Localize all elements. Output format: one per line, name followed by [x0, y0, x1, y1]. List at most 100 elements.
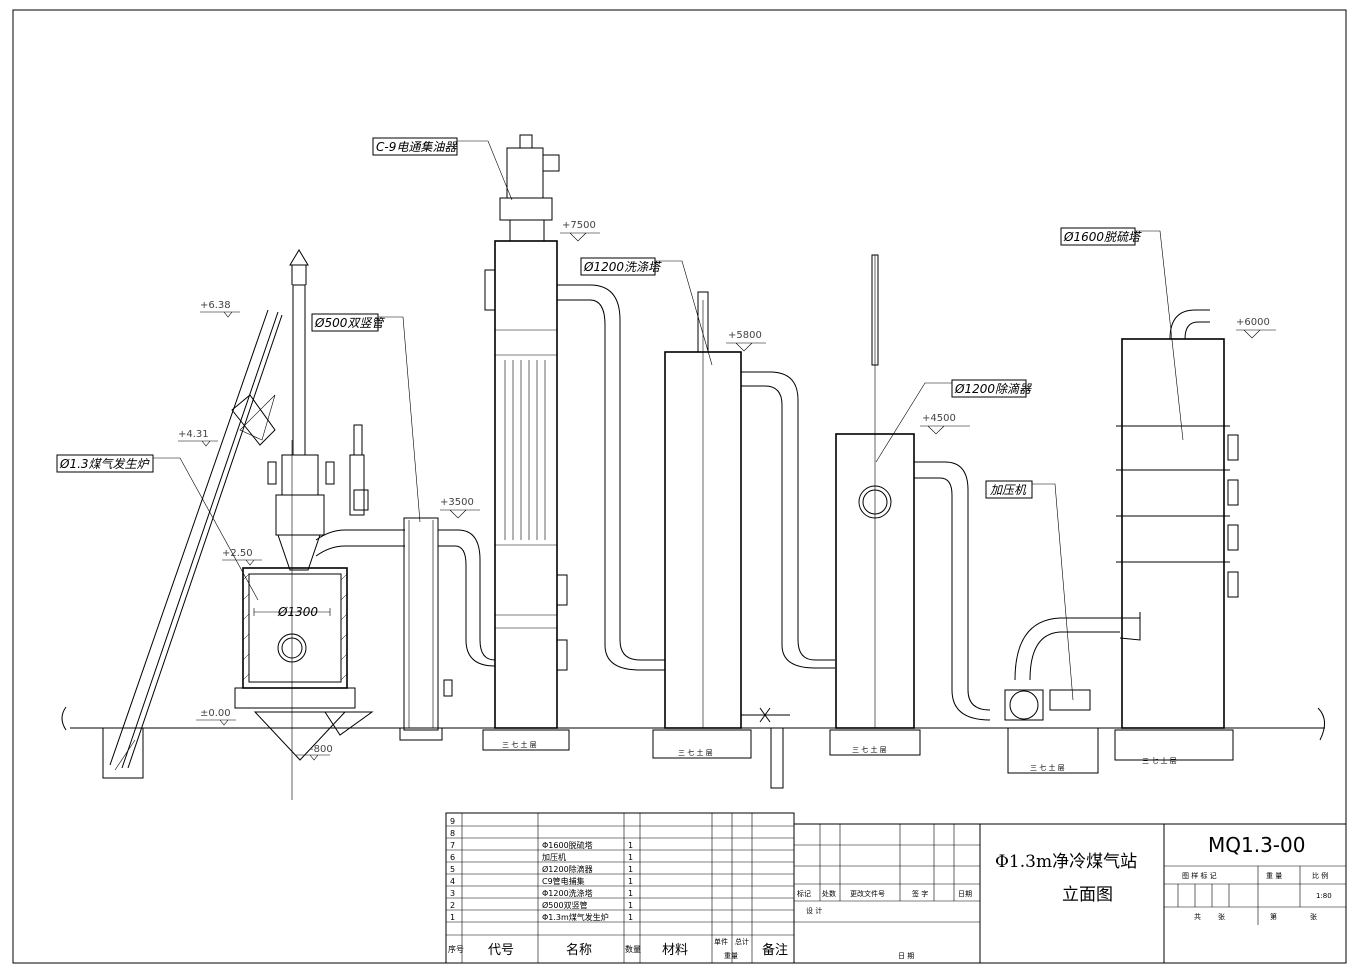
svg-text:3: 3 — [450, 889, 455, 898]
svg-text:三 七 土 层: 三 七 土 层 — [1142, 756, 1177, 765]
svg-text:设 计: 设 计 — [806, 906, 822, 915]
svg-text:6: 6 — [450, 853, 455, 862]
svg-text:Ø1200除滴器: Ø1200除滴器 — [954, 382, 1032, 396]
svg-text:代号: 代号 — [488, 943, 514, 958]
foundation-labels: 三 七 土 层 三 七 土 层 三 七 土 层 三 七 土 层 三 七 土 层 — [502, 740, 1177, 772]
svg-text:Ø500双竖管: Ø500双竖管 — [314, 316, 385, 330]
svg-text:第: 第 — [1270, 912, 1277, 921]
elev-neg-800: -800 — [296, 744, 333, 761]
svg-text:5: 5 — [450, 865, 455, 874]
desulfurizer-tower — [1114, 309, 1239, 761]
title-block: Φ1.3m净冷煤气站 立面图 MQ1.3-00 图 样 标 记 重 量 比 例 … — [979, 823, 1347, 964]
svg-text:张: 张 — [1218, 912, 1225, 921]
vessel-middle — [652, 291, 835, 789]
drawing-scale: 1:80 — [1316, 892, 1332, 900]
svg-text:+4500: +4500 — [922, 413, 956, 424]
svg-text:三 七 土 层: 三 七 土 层 — [852, 745, 887, 754]
svg-text:1: 1 — [628, 913, 633, 922]
svg-text:日期: 日期 — [958, 890, 972, 898]
callouts: C-9电通集油器 Ø1200洗涤塔 Ø500双竖管 Ø1.3煤气发生炉 Ø120… — [56, 137, 1184, 701]
svg-text:1: 1 — [628, 841, 633, 850]
svg-text:Φ1600脱硫塔: Φ1600脱硫塔 — [542, 840, 593, 850]
svg-text:标记: 标记 — [797, 889, 811, 898]
callout-booster: 加压机 — [985, 480, 1074, 701]
drawing-frame — [12, 9, 1347, 964]
svg-text:单件: 单件 — [714, 937, 728, 946]
svg-text:名称: 名称 — [566, 942, 592, 958]
callout-desulfurizer: Ø1600脱硫塔 — [1060, 227, 1184, 441]
scrubber-tower — [482, 134, 665, 751]
svg-text:加压机: 加压机 — [542, 852, 566, 862]
ground-line — [61, 706, 1325, 741]
svg-text:更改文件号: 更改文件号 — [850, 889, 885, 898]
svg-text:1: 1 — [628, 901, 633, 910]
svg-text:-800: -800 — [310, 744, 333, 755]
double-riser — [399, 517, 496, 741]
elev-7500: +7500 — [560, 220, 600, 242]
svg-text:+4.31: +4.31 — [178, 429, 209, 440]
svg-text:Φ1200洗涤塔: Φ1200洗涤塔 — [542, 888, 593, 898]
callout-demister: Ø1200除滴器 — [875, 379, 1032, 463]
svg-text:7: 7 — [450, 841, 455, 850]
svg-text:Ø1.3煤气发生炉: Ø1.3煤气发生炉 — [59, 457, 151, 471]
svg-text:1: 1 — [628, 865, 633, 874]
svg-text:8: 8 — [450, 829, 455, 838]
svg-text:比 例: 比 例 — [1312, 871, 1328, 880]
gasifier — [102, 249, 405, 800]
svg-text:Ø1200除滴器: Ø1200除滴器 — [542, 864, 593, 874]
svg-text:9: 9 — [450, 817, 455, 826]
svg-text:重 量: 重 量 — [1266, 872, 1282, 880]
svg-text:三 七 土 层: 三 七 土 层 — [678, 748, 713, 757]
svg-text:+2.50: +2.50 — [222, 548, 253, 559]
svg-text:Ø1600脱硫塔: Ø1600脱硫塔 — [1063, 230, 1142, 244]
revision-block: 标记 处数 更改文件号 签 字 日期 设 计 日 期 — [793, 823, 981, 964]
svg-text:三 七 土 层: 三 七 土 层 — [502, 740, 537, 749]
callout-double-riser: Ø500双竖管 — [311, 313, 421, 523]
booster-fan — [1004, 612, 1141, 774]
svg-text:日 期: 日 期 — [898, 952, 914, 960]
svg-text:+6.38: +6.38 — [200, 300, 231, 311]
svg-text:数量: 数量 — [625, 944, 641, 954]
svg-text:C-9电通集油器: C-9电通集油器 — [376, 140, 457, 154]
svg-text:重量: 重量 — [724, 952, 738, 960]
svg-text:材料: 材料 — [662, 943, 688, 958]
elev-2-50: +2.50 — [222, 548, 262, 566]
svg-text:共: 共 — [1194, 912, 1201, 921]
elev-6-38: +6.38 — [200, 300, 240, 318]
svg-text:总计: 总计 — [735, 937, 749, 946]
svg-text:+7500: +7500 — [562, 220, 596, 231]
svg-text:备注: 备注 — [762, 942, 788, 958]
callout-scrubber: Ø1200洗涤塔 — [580, 257, 713, 366]
svg-text:图 样 标 记: 图 样 标 记 — [1182, 871, 1217, 880]
svg-text:1: 1 — [628, 889, 633, 898]
svg-text:Ø1200洗涤塔: Ø1200洗涤塔 — [583, 260, 662, 274]
svg-text:处数: 处数 — [822, 889, 836, 898]
drawing-title: Φ1.3m净冷煤气站 — [995, 852, 1137, 872]
svg-text:Ø500双竖管: Ø500双竖管 — [542, 900, 588, 910]
elev-4500: +4500 — [920, 413, 970, 435]
svg-text:签 字: 签 字 — [912, 889, 928, 898]
parts-header: 序号 代号 名称 数量 材料 单件 总计 重量 备注 — [448, 937, 788, 960]
svg-text:1: 1 — [628, 853, 633, 862]
parts-rows: 9 8 7 Φ1600脱硫塔 1 6 加压机 1 5 Ø1200除滴器 1 4 … — [450, 817, 633, 922]
svg-text:4: 4 — [450, 877, 455, 886]
elev-3500: +3500 — [440, 497, 480, 519]
parts-list: 9 8 7 Φ1600脱硫塔 1 6 加压机 1 5 Ø1200除滴器 1 4 … — [445, 812, 795, 964]
svg-text:2: 2 — [450, 901, 455, 910]
svg-text:C9管电捕集: C9管电捕集 — [542, 876, 585, 886]
elev-6000: +6000 — [1236, 317, 1276, 339]
callout-oil-collector: C-9电通集油器 — [372, 137, 513, 201]
gasifier-diameter: Ø1300 — [277, 605, 318, 619]
drawing-subtitle: 立面图 — [1062, 885, 1113, 905]
svg-text:三 七 土 层: 三 七 土 层 — [1030, 763, 1065, 772]
svg-text:±0.00: ±0.00 — [200, 708, 231, 719]
svg-text:+5800: +5800 — [728, 330, 762, 341]
callout-gasifier: Ø1.3煤气发生炉 — [56, 454, 259, 601]
elevation-markers: +6.38 +4.31 +2.50 ±0.00 -800 +7500 +5800… — [178, 220, 1276, 761]
svg-text:+6000: +6000 — [1236, 317, 1270, 328]
drawing-number: MQ1.3-00 — [1208, 833, 1305, 857]
elev-4-31: +4.31 — [178, 429, 218, 447]
svg-text:张: 张 — [1310, 912, 1317, 921]
elev-5800: +5800 — [726, 330, 766, 352]
